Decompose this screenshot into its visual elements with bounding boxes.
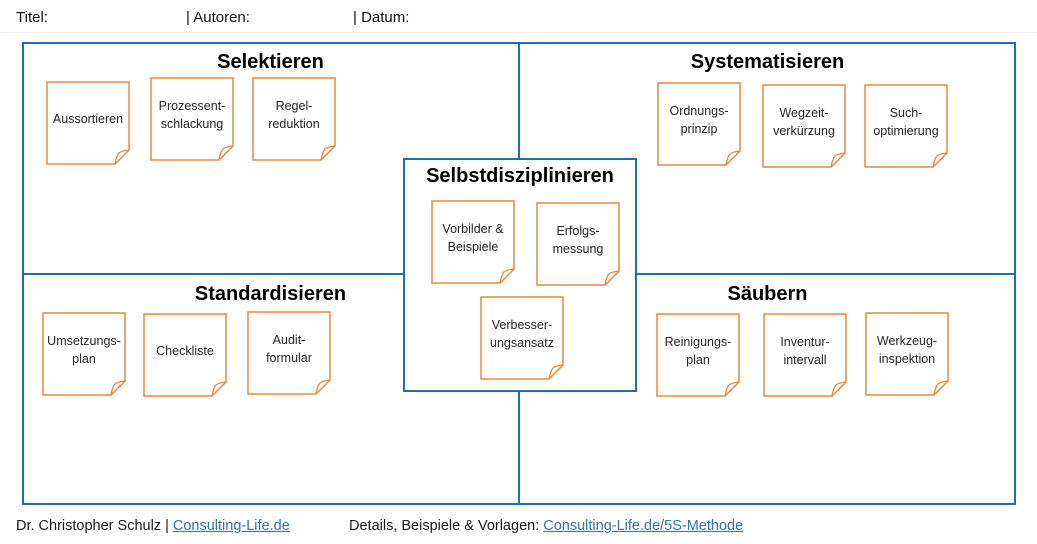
note-label: Such- optimierung xyxy=(873,106,939,138)
date-field-label: | Datum: xyxy=(353,9,410,26)
folded-note-icon xyxy=(657,82,741,166)
note-label: Regel- reduktion xyxy=(268,99,320,131)
folded-note-icon xyxy=(252,77,336,161)
title-field-label: Titel: xyxy=(16,9,48,26)
note-label: Wegzeit- verkürzung xyxy=(773,106,835,138)
note-werkzeuginspektion: Werkzeug- inspektion xyxy=(865,312,949,396)
note-label: Checkliste xyxy=(156,344,214,359)
note-prozessentschlackung: Prozessent- schlackung xyxy=(150,77,234,161)
note-label: Vorbilder & Beispiele xyxy=(442,222,504,254)
center-title: Selbstdisziplinieren xyxy=(426,165,614,187)
note-label: Prozessent- schlackung xyxy=(158,99,226,131)
note-label: Audit- formular xyxy=(266,333,312,365)
folded-note-icon xyxy=(656,313,740,397)
folded-note-icon xyxy=(763,313,847,397)
note-auditformular: Audit- formular xyxy=(247,311,331,395)
quadrant-title-systematisieren: Systematisieren xyxy=(690,51,845,73)
quadrant-title-saeubern: Säubern xyxy=(727,283,808,305)
note-aussortieren: Aussortieren xyxy=(46,81,130,165)
consulting-life-link[interactable]: Consulting-Life.de xyxy=(172,518,290,534)
folded-note-icon xyxy=(150,77,234,161)
note-vorbilder-beispiele: Vorbilder & Beispiele xyxy=(431,200,515,284)
note-erfolgsmessung: Erfolgs- messung xyxy=(536,202,620,286)
folded-note-icon xyxy=(42,312,126,396)
note-label: Umsetzungs- plan xyxy=(47,334,121,366)
note-checkliste: Checkliste xyxy=(143,313,227,397)
footer-author: Dr. Christopher Schulz | Consulting-Life… xyxy=(16,518,290,534)
note-wegzeitverkuerzung: Wegzeit- verkürzung xyxy=(762,84,846,168)
folded-note-icon xyxy=(480,296,564,380)
quadrant-title-selektieren: Selektieren xyxy=(217,51,324,73)
note-label: Reinigungs- plan xyxy=(664,335,732,367)
folded-note-icon xyxy=(247,311,331,395)
folded-note-icon xyxy=(864,84,948,168)
note-label: Werkzeug- inspektion xyxy=(876,334,938,366)
quadrant-title-standardisieren: Standardisieren xyxy=(194,283,347,305)
note-label: Verbesser- ungsansatz xyxy=(490,318,554,350)
center-section-selbstdisziplinieren: Selbstdisziplinieren Vorbilder & Beispie… xyxy=(403,158,637,392)
header-divider xyxy=(0,32,1037,33)
note-label: Aussortieren xyxy=(52,112,124,127)
folded-note-icon xyxy=(143,313,227,397)
note-label: Inventur- intervall xyxy=(780,335,830,367)
note-suchoptimierung: Such- optimierung xyxy=(864,84,948,168)
note-label: Ordnungs- prinzip xyxy=(669,104,729,136)
folded-note-icon xyxy=(431,200,515,284)
note-verbesserungsansatz: Verbesser- ungsansatz xyxy=(480,296,564,380)
folded-note-icon xyxy=(762,84,846,168)
canvas-frame xyxy=(22,42,1016,505)
footer-details-text: Details, Beispiele & Vorlagen: xyxy=(349,518,544,534)
note-regelreduktion: Regel- reduktion xyxy=(252,77,336,161)
footer-author-text: Dr. Christopher Schulz | xyxy=(16,518,173,534)
note-inventurintervall: Inventur- intervall xyxy=(763,313,847,397)
authors-field-label: | Autoren: xyxy=(186,9,250,26)
note-reinigungsplan: Reinigungs- plan xyxy=(656,313,740,397)
note-label: Erfolgs- messung xyxy=(552,224,604,256)
folded-note-icon xyxy=(46,81,130,165)
folded-note-icon xyxy=(865,312,949,396)
note-umsetzungsplan: Umsetzungs- plan xyxy=(42,312,126,396)
canvas-grid: Selektieren Systematisieren Standardisie… xyxy=(22,42,1016,505)
note-ordnungsprinzip: Ordnungs- prinzip xyxy=(657,82,741,166)
folded-note-icon xyxy=(536,202,620,286)
footer-details: Details, Beispiele & Vorlagen: Consultin… xyxy=(349,518,743,534)
5s-methode-link[interactable]: Consulting-Life.de/5S-Methode xyxy=(543,518,744,534)
